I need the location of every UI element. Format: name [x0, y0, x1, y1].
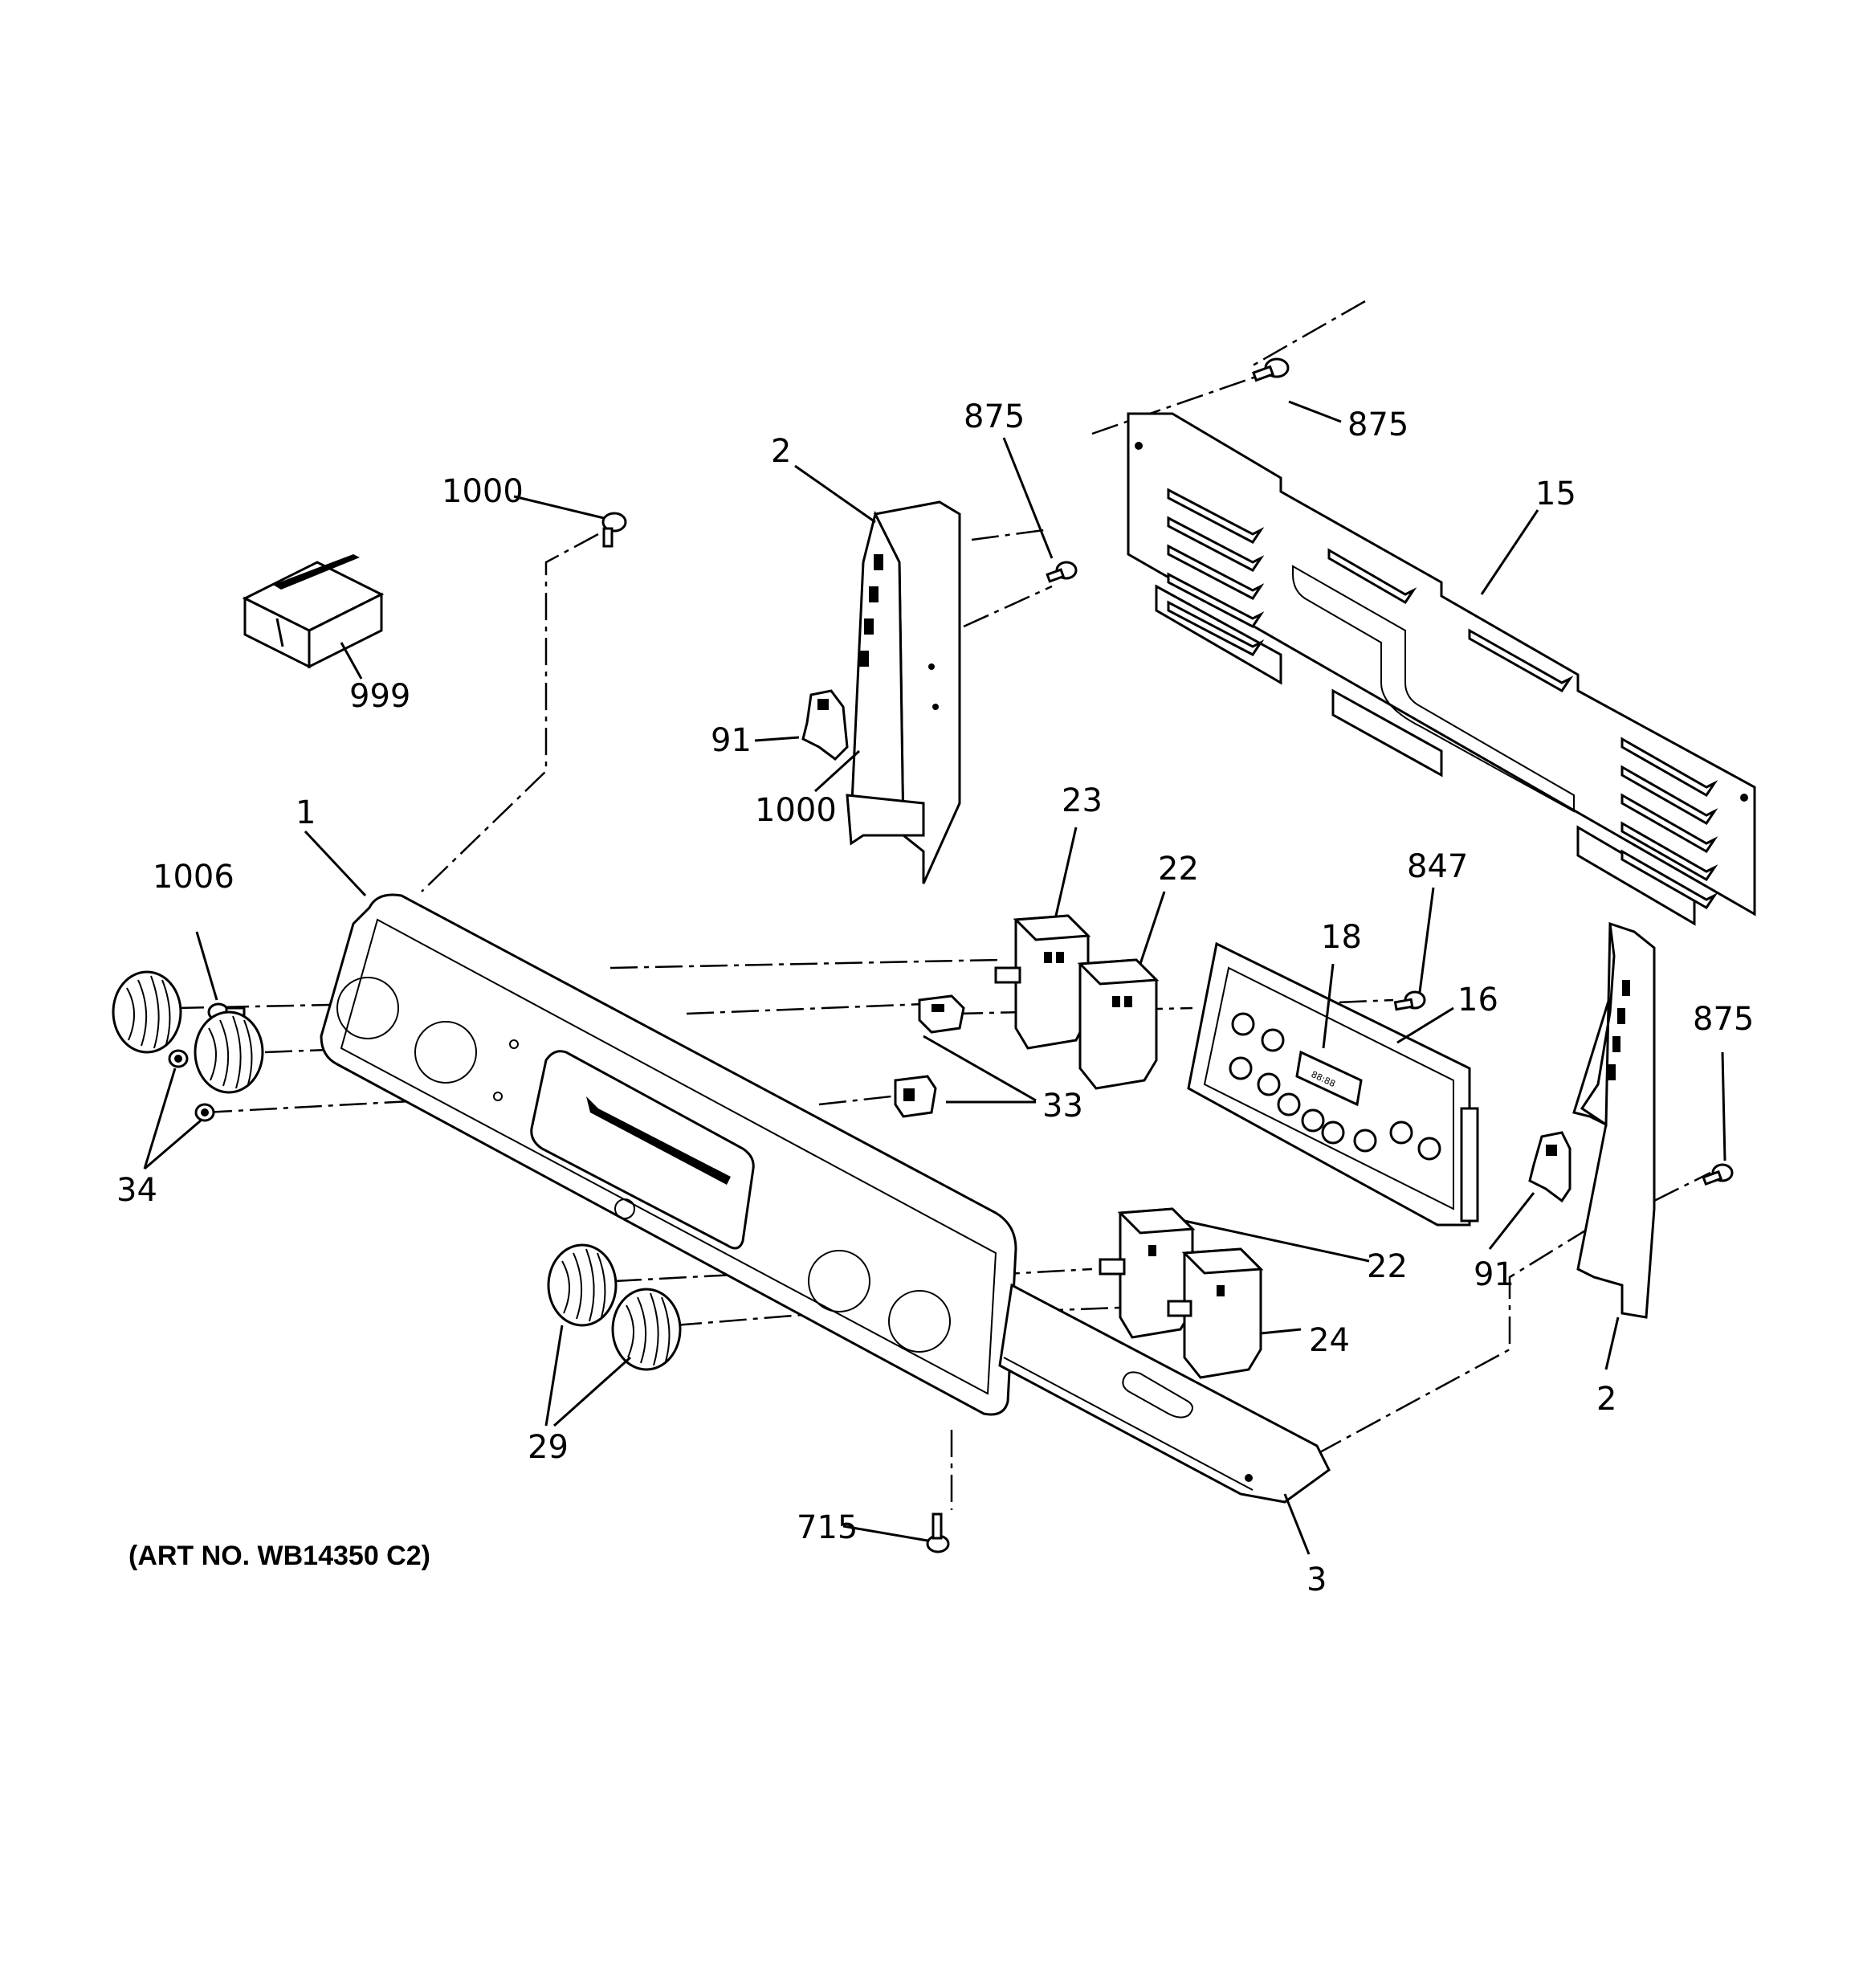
- part-34-grommet-a: [168, 1049, 189, 1068]
- callout-15: 15: [1535, 476, 1576, 512]
- callout-999: 999: [349, 678, 410, 715]
- callout-875-right: 875: [1693, 1001, 1754, 1038]
- part-24-switch: [1167, 1247, 1264, 1379]
- callout-847: 847: [1407, 848, 1468, 885]
- callout-22-top: 22: [1158, 851, 1199, 888]
- part-2-right-bracket: [1572, 921, 1656, 1319]
- callout-29: 29: [528, 1429, 569, 1466]
- callout-2-right: 2: [1596, 1381, 1616, 1418]
- screw-847: [1393, 990, 1426, 1011]
- callout-3: 3: [1307, 1561, 1327, 1598]
- knob-left-bottom: [194, 1010, 264, 1094]
- callout-1000-top: 1000: [442, 473, 524, 510]
- part-23-switch: [994, 914, 1091, 1050]
- part-34-grommet-b: [194, 1103, 215, 1122]
- part-2-left-bracket: [846, 500, 961, 884]
- part-18-display: 88:88: [1295, 1050, 1363, 1107]
- callout-875-top: 875: [964, 398, 1025, 435]
- screw-875-top-right: [1252, 357, 1290, 382]
- callout-33: 33: [1042, 1088, 1083, 1125]
- callout-91-left: 91: [711, 722, 752, 759]
- part-22-top-switch: [1077, 958, 1160, 1090]
- part-15-rear-panel: [1127, 412, 1756, 926]
- callout-715: 715: [797, 1509, 858, 1546]
- callout-1: 1: [296, 794, 316, 831]
- knob-29-top: [547, 1243, 618, 1327]
- callout-2-left: 2: [771, 433, 791, 470]
- part-33-switch-a: [918, 994, 965, 1034]
- part-999-box: [242, 554, 385, 669]
- screw-875-right: [1702, 1163, 1734, 1186]
- part-1-control-panel: [320, 893, 1017, 1416]
- callout-18: 18: [1321, 919, 1362, 956]
- part-22-bottom-switch: [1099, 1207, 1196, 1339]
- callout-22-bottom: 22: [1367, 1248, 1408, 1285]
- callout-23: 23: [1062, 782, 1103, 819]
- callout-875-top-right: 875: [1347, 406, 1408, 443]
- callout-16: 16: [1457, 982, 1498, 1018]
- panel-vents: [1167, 488, 1718, 909]
- part-3-trim-strip: [998, 1283, 1331, 1504]
- callout-91-right: 91: [1474, 1256, 1514, 1293]
- leader-lines: [143, 400, 1726, 1555]
- art-number: (ART NO. WB14350 C2): [128, 1541, 430, 1571]
- callout-24: 24: [1309, 1322, 1350, 1359]
- callout-34: 34: [116, 1172, 157, 1209]
- screw-875-top: [1046, 561, 1078, 583]
- screw-715: [926, 1512, 950, 1553]
- knob-29-bottom: [611, 1288, 682, 1371]
- part-91-left-clip: [801, 689, 849, 761]
- knob-left-top: [112, 970, 182, 1054]
- part-33-switch-b: [894, 1075, 937, 1118]
- callout-labels: 875 875 2 15 1000 999 91 1000 23 22 847 …: [116, 398, 1754, 1598]
- screw-1000-top: [601, 512, 627, 548]
- callout-1006: 1006: [153, 859, 234, 896]
- part-91-right-clip: [1528, 1131, 1572, 1203]
- part-16-control-board: 88:88: [1187, 941, 1479, 1227]
- callout-1000-mid: 1000: [755, 792, 837, 829]
